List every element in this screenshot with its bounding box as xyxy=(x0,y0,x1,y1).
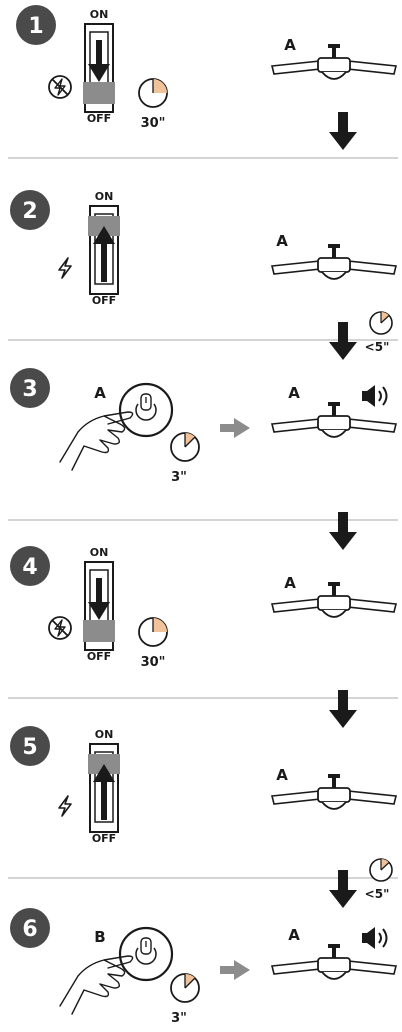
timer-icon: 3" xyxy=(170,973,200,1026)
right-arrow-icon xyxy=(220,960,250,980)
switch-on-label: ON xyxy=(95,728,114,741)
fan-icon: A xyxy=(271,574,397,618)
switch-icon: ON OFF xyxy=(88,728,120,845)
timer-icon: 3" xyxy=(170,432,200,485)
timer-icon: 30" xyxy=(138,78,168,131)
remote-press-group: B xyxy=(59,926,174,1015)
remote-label: A xyxy=(94,384,106,402)
fan-label: A xyxy=(276,766,288,784)
switch-off-label: OFF xyxy=(92,294,116,307)
step-badge-6: 6 xyxy=(10,908,50,948)
fan-label: A xyxy=(284,36,296,54)
step-badges: 1 2 3 4 5 6 xyxy=(10,5,56,948)
remote-press-group: A xyxy=(59,382,174,471)
down-arrow-icon xyxy=(329,512,357,550)
fan-label: A xyxy=(276,232,288,250)
timer-label: 3" xyxy=(171,1011,187,1026)
power-off-icon xyxy=(48,75,72,99)
down-arrow-icon xyxy=(329,112,357,150)
switch-on-label: ON xyxy=(95,190,114,203)
switch-on-label: ON xyxy=(90,546,109,559)
arrow-timer-2: <5" xyxy=(365,858,393,901)
step-number: 4 xyxy=(22,555,37,580)
step-number: 6 xyxy=(22,917,37,942)
power-off-icon xyxy=(48,616,72,640)
step-badge-5: 5 xyxy=(10,726,50,766)
switch-icon: ON OFF xyxy=(83,546,115,663)
down-arrow-icon xyxy=(329,870,357,908)
down-arrow-icon xyxy=(329,690,357,728)
fan-icon: A xyxy=(271,36,397,80)
down-arrow-icon xyxy=(329,322,357,360)
fan-label: A xyxy=(288,926,300,944)
step-number: 2 xyxy=(22,199,37,224)
hand-icon xyxy=(59,411,134,471)
hand-icon xyxy=(59,955,134,1015)
down-arrows xyxy=(329,112,357,908)
timer-icon: 30" xyxy=(138,617,168,670)
arrow-timer-label: <5" xyxy=(365,340,390,354)
timer-label: 30" xyxy=(141,116,166,131)
sound-icon xyxy=(362,385,388,407)
fan-icon: A xyxy=(271,926,397,980)
switch-on-label: ON xyxy=(90,8,109,21)
fan-icon: A xyxy=(271,384,397,438)
timer-label: 30" xyxy=(141,655,166,670)
switch-icon: ON OFF xyxy=(88,190,120,307)
switch-icon: ON OFF xyxy=(83,8,115,125)
switch-off-label: OFF xyxy=(92,832,116,845)
timer-label: 3" xyxy=(171,470,187,485)
power-on-icon xyxy=(58,257,72,279)
dividers xyxy=(8,157,398,879)
sound-icon xyxy=(362,927,388,949)
remote-button-icon xyxy=(118,926,174,982)
step-badge-1: 1 xyxy=(16,5,56,45)
step-number: 5 xyxy=(22,735,37,760)
remote-button-icon xyxy=(118,382,174,438)
step-number: 3 xyxy=(22,377,37,402)
switch-off-label: OFF xyxy=(87,650,111,663)
fan-label: A xyxy=(284,574,296,592)
fan-icon: A xyxy=(271,232,397,280)
fan-label: A xyxy=(288,384,300,402)
fan-icon: A xyxy=(271,766,397,810)
step-badge-4: 4 xyxy=(10,546,50,586)
arrow-timer-label: <5" xyxy=(365,887,390,901)
step-number: 1 xyxy=(28,14,43,39)
power-on-icon xyxy=(58,795,72,817)
step-badge-3: 3 xyxy=(10,368,50,408)
switch-off-label: OFF xyxy=(87,112,111,125)
step-badge-2: 2 xyxy=(10,190,50,230)
arrow-timer-1: <5" xyxy=(365,311,393,354)
right-arrow-icon xyxy=(220,418,250,438)
remote-label: B xyxy=(94,928,105,946)
